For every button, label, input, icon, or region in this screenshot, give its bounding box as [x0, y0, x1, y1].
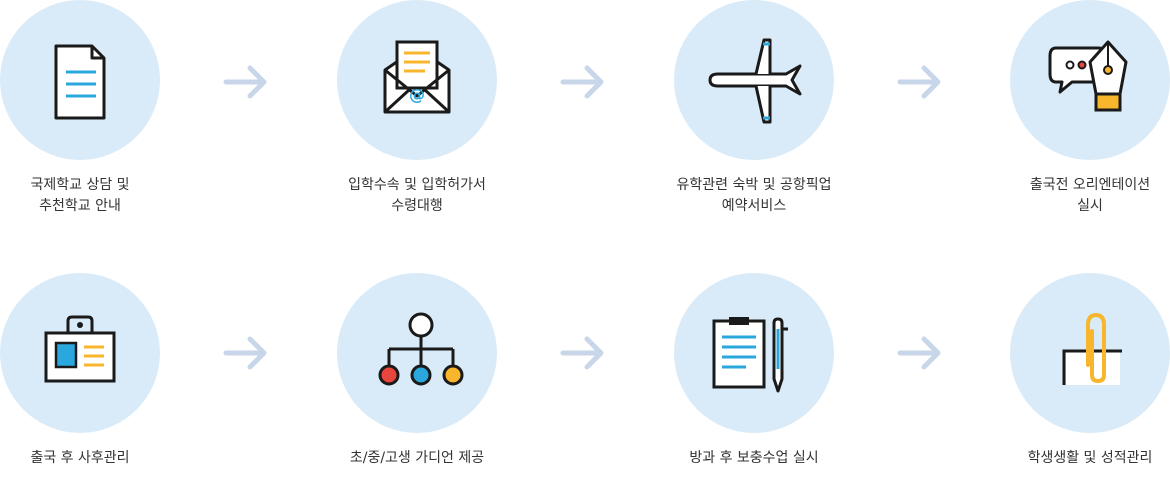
step-4-line-2: 실시	[1077, 198, 1103, 214]
step-8-circle	[1010, 273, 1170, 433]
svg-text:@: @	[409, 85, 425, 104]
step-2-line-2: 수령대행	[391, 198, 443, 214]
step-3-line-1: 유학관련 숙박 및 공항픽업	[676, 177, 832, 193]
step-7-label: 방과 후 보충수업 실시	[634, 448, 874, 469]
step-7-line-1: 방과 후 보충수업 실시	[689, 450, 819, 466]
step-1-line-2: 추천학교 안내	[39, 198, 121, 214]
arrow-right-icon	[223, 65, 267, 99]
step-4-label: 출국전 오리엔테이션 실시	[970, 175, 1170, 217]
step-6-circle	[337, 273, 497, 433]
step-7-circle	[674, 273, 834, 433]
step-2-label: 입학수속 및 입학허가서 수령대행	[297, 175, 537, 217]
step-3-line-2: 예약서비스	[721, 198, 787, 214]
step-5-label: 출국 후 사후관리	[0, 448, 200, 469]
step-1-line-1: 국제학교 상담 및	[30, 177, 130, 193]
arrow-right-icon	[897, 336, 941, 370]
step-1-label: 국제학교 상담 및 추천학교 안내	[0, 175, 200, 217]
step-1-circle	[0, 0, 160, 160]
step-8-label: 학생생활 및 성적관리	[970, 448, 1170, 469]
step-3-label: 유학관련 숙박 및 공항픽업 예약서비스	[634, 175, 874, 217]
airplane-icon	[708, 38, 802, 124]
step-2-line-1: 입학수속 및 입학허가서	[348, 177, 486, 193]
paperclip-icon	[1062, 312, 1122, 385]
step-6-line-1: 초/중/고생 가디언 제공	[349, 450, 485, 466]
chat-pen-icon	[1048, 40, 1128, 112]
step-8-line-1: 학생생활 및 성적관리	[1027, 450, 1153, 466]
step-4-line-1: 출국전 오리엔테이션	[1029, 177, 1151, 193]
step-3-circle	[674, 0, 834, 160]
arrow-right-icon	[560, 336, 604, 370]
arrow-right-icon	[897, 65, 941, 99]
step-5-circle	[0, 273, 160, 433]
arrow-right-icon	[560, 65, 604, 99]
step-6-label: 초/중/고생 가디언 제공	[297, 448, 537, 469]
hierarchy-icon	[378, 312, 464, 386]
step-5-line-1: 출국 후 사후관리	[30, 450, 130, 466]
step-4-circle	[1010, 0, 1170, 160]
mail-letter-icon: @	[383, 40, 451, 114]
id-badge-icon	[44, 315, 116, 383]
arrow-right-icon	[223, 336, 267, 370]
step-2-circle: @	[337, 0, 497, 160]
clipboard-pen-icon	[712, 317, 788, 393]
document-icon	[54, 44, 106, 120]
